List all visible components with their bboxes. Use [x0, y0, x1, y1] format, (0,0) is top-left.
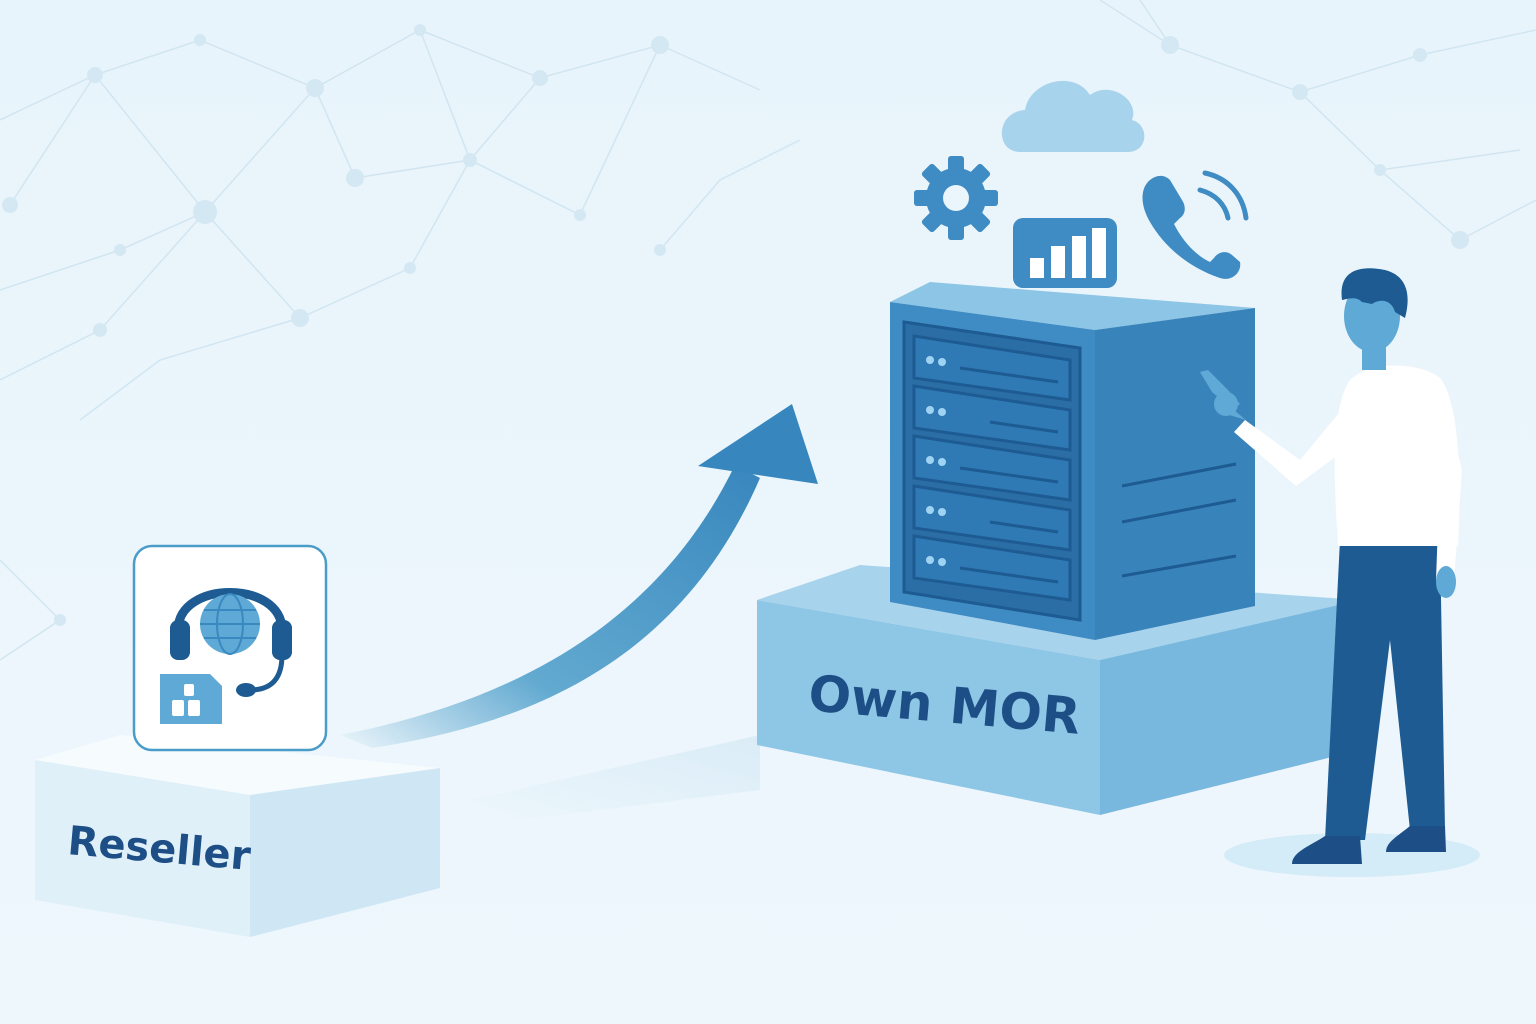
gear-icon: [914, 156, 998, 240]
arrow-ground-shadow: [470, 735, 760, 820]
person-pointing: [1200, 268, 1480, 877]
server-units: [912, 334, 1072, 602]
network-nodes: [2, 24, 1469, 626]
phone-icon: [1142, 170, 1249, 279]
upward-arrow: [340, 404, 818, 748]
server-side-lines: [1121, 462, 1237, 578]
headset-globe-icon: [170, 588, 292, 697]
cloud-icon: [1001, 80, 1145, 152]
sim-card-icon: [160, 674, 222, 724]
bar-chart-icon: [1013, 218, 1117, 288]
reseller-platform: [35, 735, 440, 937]
